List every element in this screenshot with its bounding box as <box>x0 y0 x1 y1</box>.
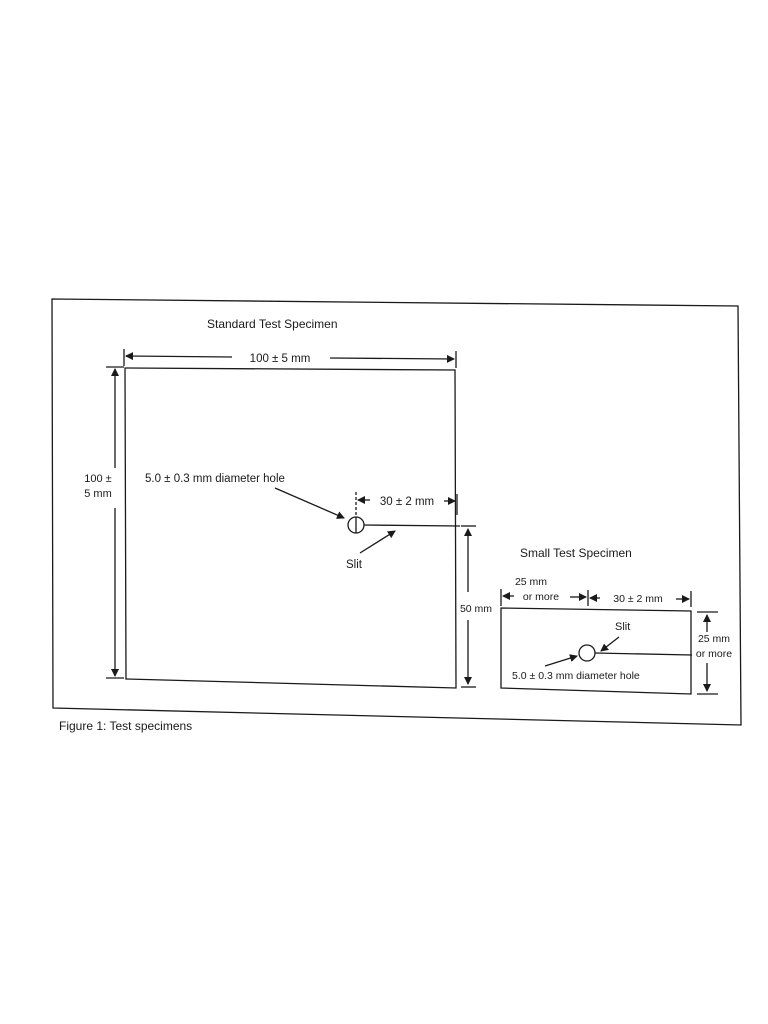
small-height-line2: or more <box>696 648 732 660</box>
small-height-line1: 25 mm <box>698 633 730 645</box>
small-hole-pointer <box>544 654 578 667</box>
standard-height-label-line1: 100 ± <box>84 473 111 485</box>
small-slit-pointer <box>600 636 620 652</box>
small-slit-length-label: 30 ± 2 mm <box>613 593 663 605</box>
standard-title: Standard Test Specimen <box>207 317 338 331</box>
standard-width-dim-left <box>125 352 233 361</box>
standard-width-dim-right <box>329 354 455 363</box>
standard-hole-label: 5.0 ± 0.3 mm diameter hole <box>145 473 285 485</box>
small-hole <box>578 644 596 662</box>
standard-half-height-label: 50 mm <box>460 603 492 615</box>
standard-height-label-line2: 5 mm <box>84 488 112 500</box>
standard-specimen-outline <box>124 367 457 689</box>
standard-width-label: 100 ± 5 mm <box>250 353 311 365</box>
standard-slit-pointer <box>359 530 396 554</box>
small-slit <box>594 652 693 656</box>
small-specimen-outline <box>500 607 692 695</box>
standard-slit-length-label: 30 ± 2 mm <box>380 496 434 508</box>
figure-frame <box>51 298 742 726</box>
figure-caption: Figure 1: Test specimens <box>59 719 192 733</box>
small-title: Small Test Specimen <box>520 546 632 560</box>
standard-hole-pointer <box>274 487 345 519</box>
standard-slit-label: Slit <box>346 559 363 571</box>
small-hole-label: 5.0 ± 0.3 mm diameter hole <box>512 670 640 682</box>
small-slit-label: Slit <box>615 621 630 633</box>
small-left-margin-line2: or more <box>523 591 559 603</box>
small-left-margin-line1: 25 mm <box>515 576 547 588</box>
standard-slit <box>363 524 461 527</box>
